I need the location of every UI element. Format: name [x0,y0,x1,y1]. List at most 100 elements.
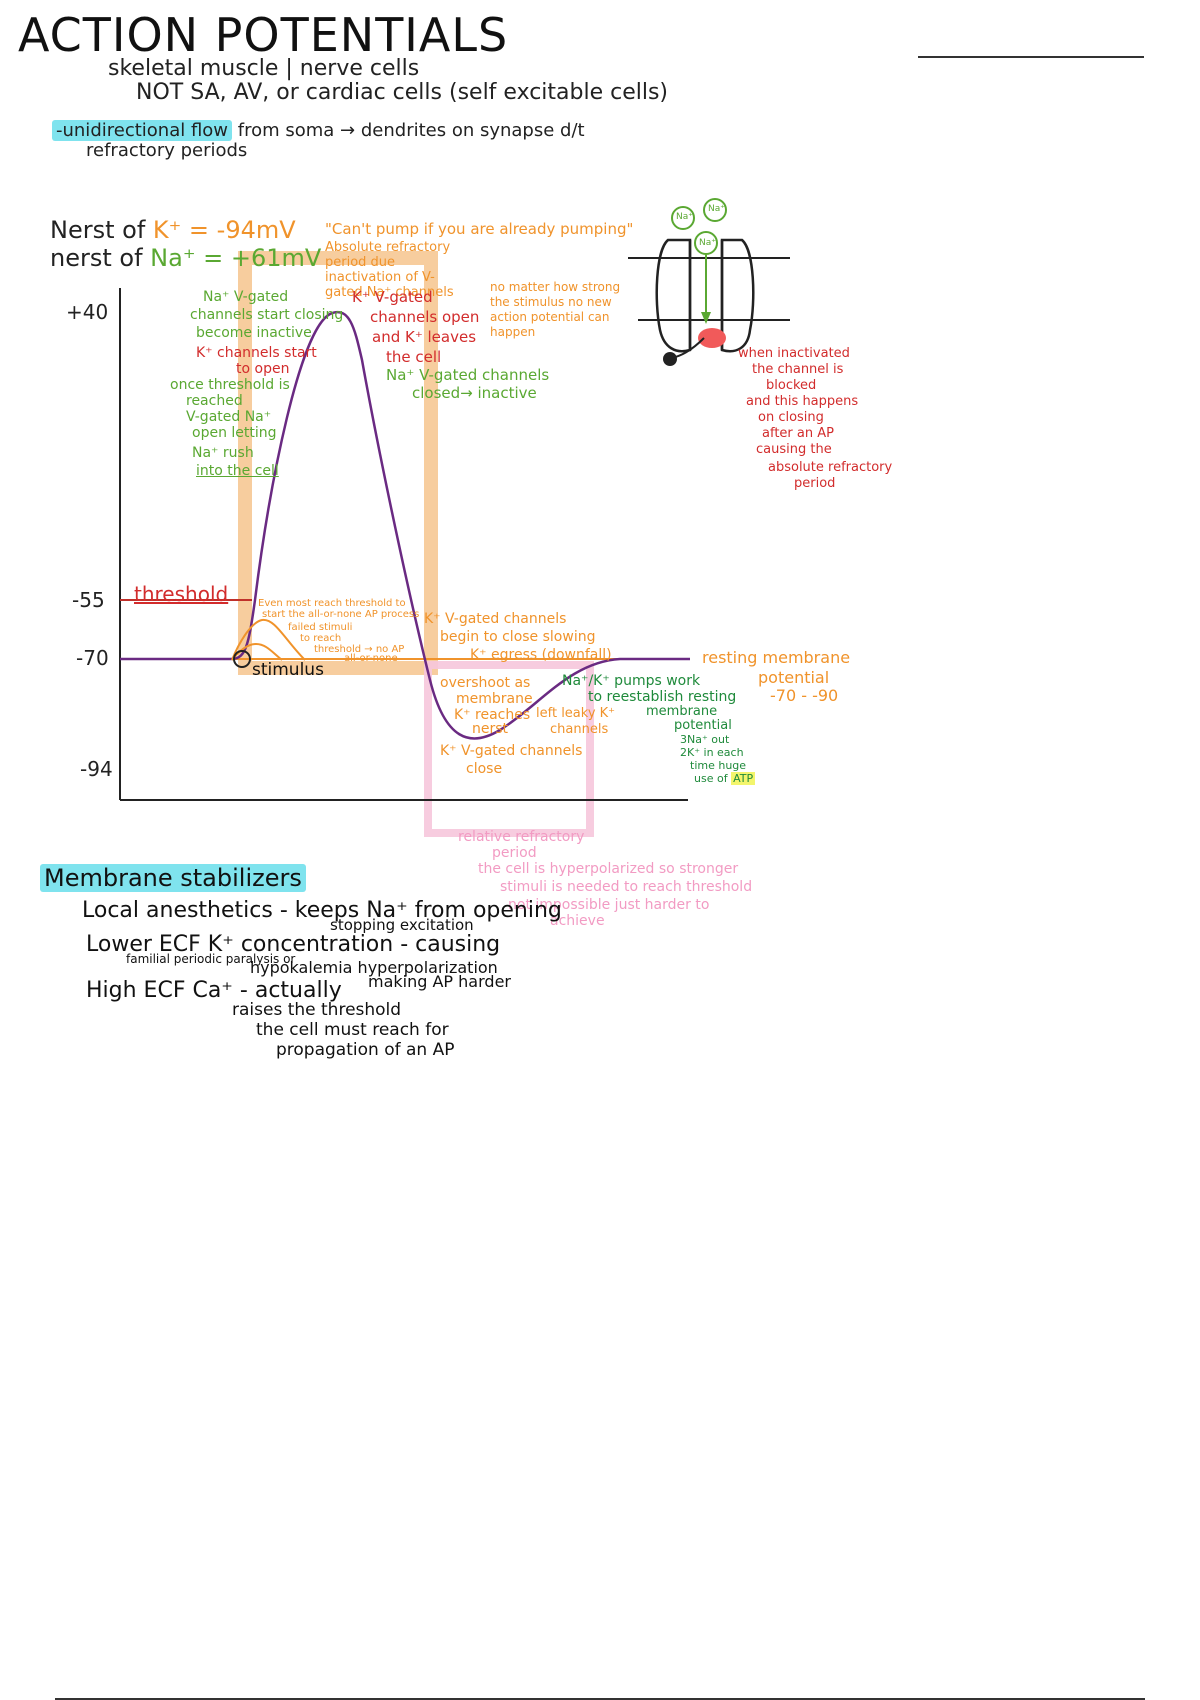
channel-label-2: Na⁺ [708,204,725,214]
y-label-minus70: -70 [76,646,109,670]
page-title: ACTION POTENTIALS [18,8,509,62]
y-label-plus40: +40 [66,300,109,324]
pump-detail-1: 3Na⁺ out [680,733,730,746]
pumps-3: membrane [646,704,718,719]
channel-label-3: Na⁺ [699,238,716,248]
unidirectional-rest-2: refractory periods [86,140,248,161]
subtitle-line-2: NOT SA, AV, or cardiac cells (self excit… [136,80,669,105]
membrane-stabilizers-heading: Membrane stabilizers [40,864,306,892]
stimulus-marker [233,650,251,668]
pumps-2: to reestablish resting [588,689,737,705]
stimulus-label: stimulus [252,660,324,680]
channel-label-1: Na⁺ [676,212,693,222]
pump-detail-time: time [690,759,715,772]
channel-drawing [628,198,790,366]
resting-2: potential [758,668,830,687]
overshoot-1: overshoot as [440,675,531,691]
inact-9: period [794,476,836,491]
pump-huge: huge [718,759,747,772]
top-rule [918,56,1144,58]
ms-line3: High ECF Ca⁺ - actually [86,978,342,1003]
green-mid-2: closed→ inactive [412,384,537,402]
inact-2: the channel is [752,362,844,377]
ms-line3b: raises the threshold [232,1000,402,1020]
failed-stimuli-curve [231,618,306,661]
ms-line3c: the cell must reach for [256,1020,449,1040]
green-left2-4: open letting [192,425,277,441]
red-mid-4: the cell [386,348,442,366]
red-left-1: K⁺ channels start [196,345,317,361]
relref-2: period [492,845,537,861]
inact-7: causing the [756,442,832,457]
red-mid-2: channels open [370,308,480,326]
nernst-k-prefix: Nerst of [50,216,153,244]
nernst-na-prefix: nerst of [50,244,151,272]
pump-detail-useof: use of [694,772,728,785]
kv-close-1: K⁺ V-gated channels [440,743,583,759]
absolute-refractory-label: Absolute refractory period due inactivat… [325,240,454,300]
green-left-2: channels start closing [190,307,344,323]
green-left-3: become inactive [196,325,312,341]
inact-5: on closing [758,410,824,425]
pumps-1: Na⁺/K⁺ pumps work [562,673,701,689]
inact-8: absolute refractory [768,460,893,475]
overshoot-4: nerst [472,721,509,737]
green-left2-3: V-gated Na⁺ [186,409,272,425]
relref-4: stimuli is needed to reach threshold [500,879,753,895]
red-mid-3: and K⁺ leaves [372,328,477,346]
inact-3: blocked [766,378,817,393]
resting-3: -70 - -90 [770,686,839,705]
absolute-refractory-box [238,251,438,675]
ms-line2c: hypokalemia hyperpolarization [250,958,498,977]
bottom-rule [55,1698,1145,1700]
y-label-minus94: -94 [80,757,113,781]
left-leaky-2: channels [550,722,609,737]
unidirectional-rest: from soma → dendrites on synapse d/t [237,120,585,141]
orange-small-4: to reach [300,633,342,644]
orange-kgated-1: K⁺ V-gated channels [424,611,567,627]
red-left-2: to open [236,361,290,377]
atp-highlight: ATP [731,772,756,785]
green-left-1: Na⁺ V-gated [203,289,289,305]
orange-small-3: failed stimuli [288,622,353,633]
pump-detail-4: use of ATP [694,772,756,785]
kv-close-2: close [466,761,503,777]
y-label-minus55: -55 [72,588,105,612]
ms-line3d: propagation of an AP [276,1040,455,1060]
inact-4: and this happens [746,394,859,409]
membrane-stabilizers-title: Membrane stabilizers [40,864,306,892]
green-left2-1: once threshold is [170,377,290,393]
relref-6: achieve [550,913,605,929]
unidirectional-highlight: -unidirectional flow [52,120,233,141]
ms-line2b: familial periodic paralysis or [126,952,296,966]
pump-detail-3: time huge [690,760,746,771]
ms-line1b: stopping excitation [330,916,474,934]
ms-line1: Local anesthetics - keeps Na⁺ from openi… [82,898,562,923]
subtitle-line-1: skeletal muscle | nerve cells [108,56,420,81]
overshoot-3: K⁺ reaches [454,707,531,723]
orange-quote: "Can't pump if you are already pumping" [325,220,634,238]
relref-5: not impossible just harder to [508,897,710,913]
orange-small-5: threshold → no AP [314,644,405,655]
ms-line2: Lower ECF K⁺ concentration - causing [86,932,501,957]
pump-detail-2: 2K⁺ in each [680,746,744,759]
orange-small-1: Even most reach threshold to [258,598,406,609]
absolute-refractory-label-2: no matter how strong the stimulus no new… [490,280,621,339]
nernst-na: nerst of Na⁺ = +61mV [50,244,321,272]
green-mid-1: Na⁺ V-gated channels [386,366,550,384]
red-mid-1: K⁺ V-gated [352,288,433,306]
nernst-k: Nerst of K⁺ = -94mV [50,216,296,244]
action-potential-curve [120,310,690,740]
green-left2-5: Na⁺ rush [192,445,254,461]
inact-6: after an AP [762,426,834,441]
threshold-label: threshold [134,582,229,606]
ms-line2d: making AP harder [368,972,511,991]
green-left2-6: into the cell [196,463,279,479]
relref-1: relative refractory [458,829,585,845]
orange-kgated-2: begin to close slowing [440,629,596,645]
nernst-k-value: K⁺ = -94mV [152,216,296,244]
overshoot-2: membrane [456,691,533,707]
relref-3: the cell is hyperpolarized so stronger [478,861,739,877]
orange-small-6: all-or-none [344,653,398,664]
